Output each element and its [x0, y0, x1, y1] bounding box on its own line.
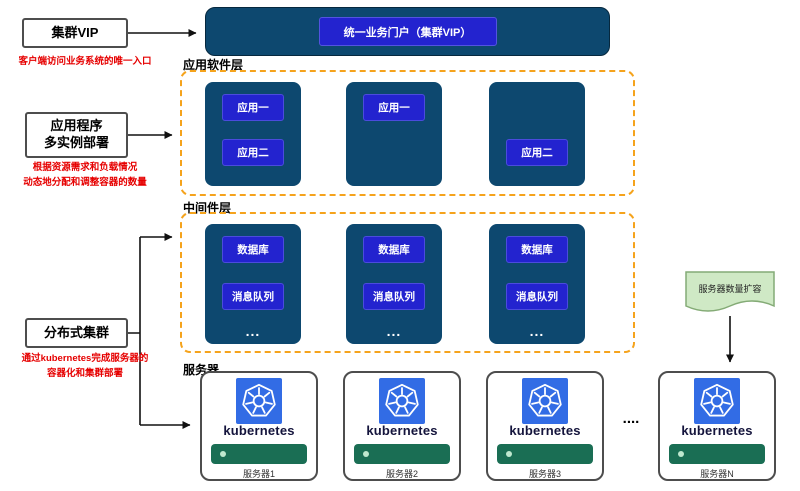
message-queue-chip: 消息队列: [363, 283, 425, 310]
server-chassis: [669, 444, 765, 464]
server-ellipsis: ....: [622, 410, 640, 427]
server-led-icon: [363, 451, 369, 457]
scale-out-document: 服务器数量扩容: [684, 270, 776, 318]
server-name: 服务器N: [700, 469, 734, 479]
app-deploy-note-line1: 根据资源需求和负载情况: [32, 162, 138, 173]
server-card-2: kubernetes 服务器2: [343, 371, 461, 481]
kubernetes-logo-tile: [379, 378, 425, 424]
app-node-3: 应用二: [489, 82, 585, 186]
distributed-cluster-note-line2: 容器化和集群部署: [46, 367, 123, 379]
app-node-2: 应用一: [346, 82, 442, 186]
app-deploy-label-line1: 应用程序: [50, 118, 103, 134]
app-chip: 应用二: [506, 139, 568, 166]
distributed-cluster-label: 分布式集群: [43, 324, 109, 340]
database-chip: 数据库: [363, 236, 425, 263]
label-box-app-deploy: 应用程序 多实例部署: [25, 112, 128, 158]
middleware-node-1: 数据库 消息队列 ...: [205, 224, 301, 344]
cluster-vip-label: 集群VIP: [51, 24, 99, 40]
kubernetes-logo-tile: [522, 378, 568, 424]
more-indicator: ...: [386, 323, 402, 339]
server-name: 服务器1: [242, 469, 275, 479]
cluster-vip-note: 客户端访问业务系统的唯一入口: [2, 55, 168, 70]
server-led-icon: [220, 451, 226, 457]
label-box-cluster-vip: 集群VIP: [22, 18, 128, 48]
server-name: 服务器2: [385, 469, 418, 479]
middleware-node-2: 数据库 消息队列 ...: [346, 224, 442, 344]
app-deploy-note-line2: 动态地分配和调整容器的数量: [23, 176, 147, 188]
database-chip: 数据库: [222, 236, 284, 263]
server-led-icon: [678, 451, 684, 457]
app-deploy-label-line2: 多实例部署: [43, 135, 109, 150]
scale-out-label: 服务器数量扩容: [698, 284, 762, 294]
portal-container: 统一业务门户（集群VIP）: [205, 7, 610, 56]
more-indicator: ...: [529, 323, 545, 339]
portal-label: 统一业务门户（集群VIP）: [343, 26, 472, 39]
server-led-icon: [506, 451, 512, 457]
cluster-vip-note-text: 客户端访问业务系统的唯一入口: [18, 56, 152, 67]
kubernetes-helm-icon: [528, 383, 562, 417]
distributed-cluster-note-line1: 通过kubernetes完成服务器的: [21, 353, 149, 364]
kubernetes-wordmark: kubernetes: [509, 423, 581, 438]
server-chassis: [497, 444, 593, 464]
middleware-layer-boundary: [180, 212, 635, 353]
server-chassis: [211, 444, 307, 464]
middleware-node-3: 数据库 消息队列 ...: [489, 224, 585, 344]
kubernetes-helm-icon: [385, 383, 419, 417]
database-chip: 数据库: [506, 236, 568, 263]
kubernetes-logo-tile: [236, 378, 282, 424]
kubernetes-helm-icon: [242, 383, 276, 417]
middleware-layer-title: 中间件层: [183, 201, 232, 215]
message-queue-chip: 消息队列: [222, 283, 284, 310]
more-indicator: ...: [245, 323, 261, 339]
server-card-1: kubernetes 服务器1: [200, 371, 318, 481]
server-card-n: kubernetes 服务器N: [658, 371, 776, 481]
kubernetes-logo-tile: [694, 378, 740, 424]
portal-label-box: 统一业务门户（集群VIP）: [318, 17, 497, 46]
message-queue-chip: 消息队列: [506, 283, 568, 310]
kubernetes-wordmark: kubernetes: [223, 423, 295, 438]
document-shape-icon: [685, 271, 775, 312]
app-layer-title: 应用软件层: [183, 58, 244, 72]
kubernetes-helm-icon: [700, 383, 734, 417]
label-box-distributed-cluster: 分布式集群: [25, 318, 128, 348]
kubernetes-wordmark: kubernetes: [681, 423, 753, 438]
app-chip: 应用一: [363, 94, 425, 121]
app-node-1: 应用一 应用二: [205, 82, 301, 186]
app-layer-boundary: [180, 70, 635, 196]
server-chassis: [354, 444, 450, 464]
app-chip: 应用二: [222, 139, 284, 166]
kubernetes-wordmark: kubernetes: [366, 423, 438, 438]
distributed-cluster-note: 通过kubernetes完成服务器的 容器化和集群部署: [2, 352, 168, 381]
app-chip: 应用一: [222, 94, 284, 121]
branch-line: [128, 237, 141, 425]
server-name: 服务器3: [528, 469, 561, 479]
server-card-3: kubernetes 服务器3: [486, 371, 604, 481]
app-deploy-note: 根据资源需求和负载情况 动态地分配和调整容器的数量: [2, 161, 168, 190]
